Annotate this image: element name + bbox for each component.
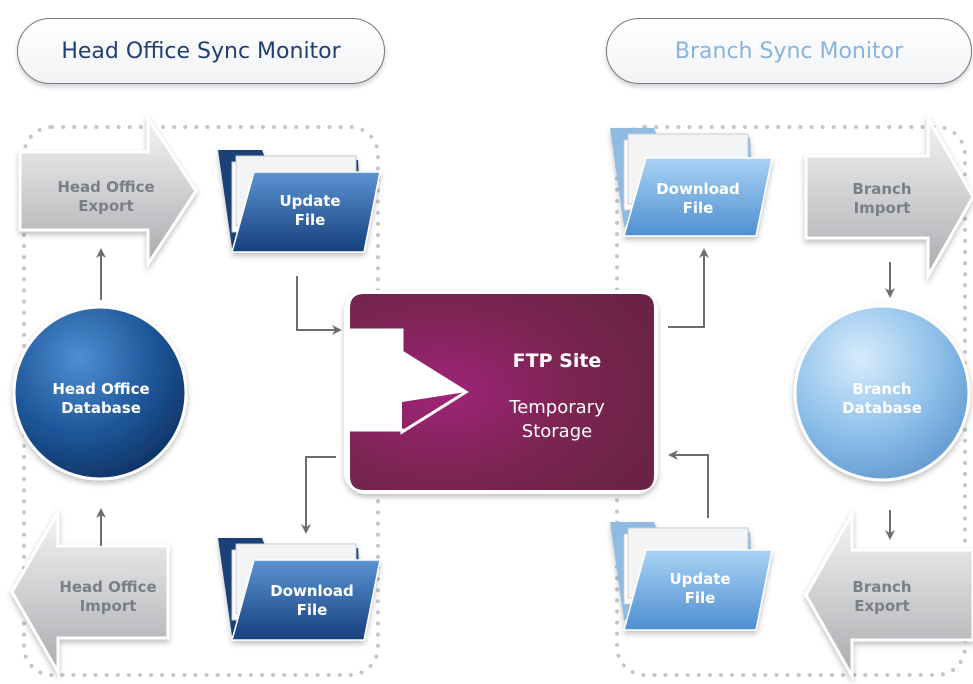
branch-update-line1: Update [669, 570, 731, 588]
head-office-import-line1: Head Office [59, 578, 157, 596]
head-download-line2: File [296, 600, 328, 619]
head-office-database-label: Head Office Database [26, 380, 176, 418]
branch-export-label: Branch Export [812, 578, 952, 616]
branch-update-line2: File [684, 588, 716, 607]
branch-download-line2: File [682, 198, 714, 217]
head-office-export-arrow [18, 112, 198, 270]
branch-monitor-title: Branch Sync Monitor [606, 18, 972, 84]
head-download-folder-label: Download File [252, 582, 372, 620]
head-update-folder [218, 150, 381, 253]
branch-download-line1: Download [656, 180, 740, 198]
branch-database-label: Branch Database [807, 380, 957, 418]
branch-import-arrow [804, 112, 973, 282]
ftp-site-box [344, 290, 658, 494]
head-office-import-label: Head Office Import [38, 578, 178, 616]
branch-export-arrow [804, 508, 973, 682]
head-update-line1: Update [279, 192, 341, 210]
connector-update-to-ftp [296, 276, 342, 335]
head-update-line2: File [294, 210, 326, 229]
branch-import-line1: Branch [852, 180, 912, 198]
head-update-folder-label: Update File [250, 192, 370, 230]
branch-import-label: Branch Import [812, 180, 952, 218]
ftp-site-title: FTP Site [512, 350, 602, 372]
head-db-line1: Head Office [52, 380, 150, 398]
branch-export-line2: Export [854, 596, 910, 615]
branch-update-folder-label: Update File [640, 570, 760, 608]
head-office-export-line1: Head Office [57, 178, 155, 196]
head-office-export-label: Head Office Export [36, 178, 176, 216]
branch-download-folder-label: Download File [638, 180, 758, 218]
connector-ftp-to-branch-download [668, 248, 709, 328]
branch-download-folder [610, 128, 773, 237]
connector-ftp-to-download [301, 456, 336, 534]
ftp-site-subtitle: Temporary Storage [472, 396, 642, 445]
head-office-export-line2: Export [78, 196, 134, 215]
branch-export-line1: Branch [852, 578, 912, 596]
connector-branch-update-to-ftp [668, 450, 709, 518]
head-office-import-line2: Import [79, 596, 137, 615]
head-db-line2: Database [61, 398, 141, 417]
ftp-subtitle-line1: Temporary [509, 397, 605, 418]
head-download-line1: Download [270, 582, 354, 600]
head-office-database [12, 305, 188, 481]
branch-import-line2: Import [853, 198, 911, 217]
branch-update-folder [610, 522, 773, 631]
head-office-monitor-title: Head Office Sync Monitor [17, 18, 385, 84]
branch-database [793, 304, 971, 482]
head-download-folder [218, 538, 381, 641]
branch-db-line2: Database [842, 398, 922, 417]
ftp-subtitle-line2: Storage [521, 421, 593, 443]
branch-db-line1: Branch [852, 380, 912, 398]
head-office-import-arrow [10, 506, 170, 678]
